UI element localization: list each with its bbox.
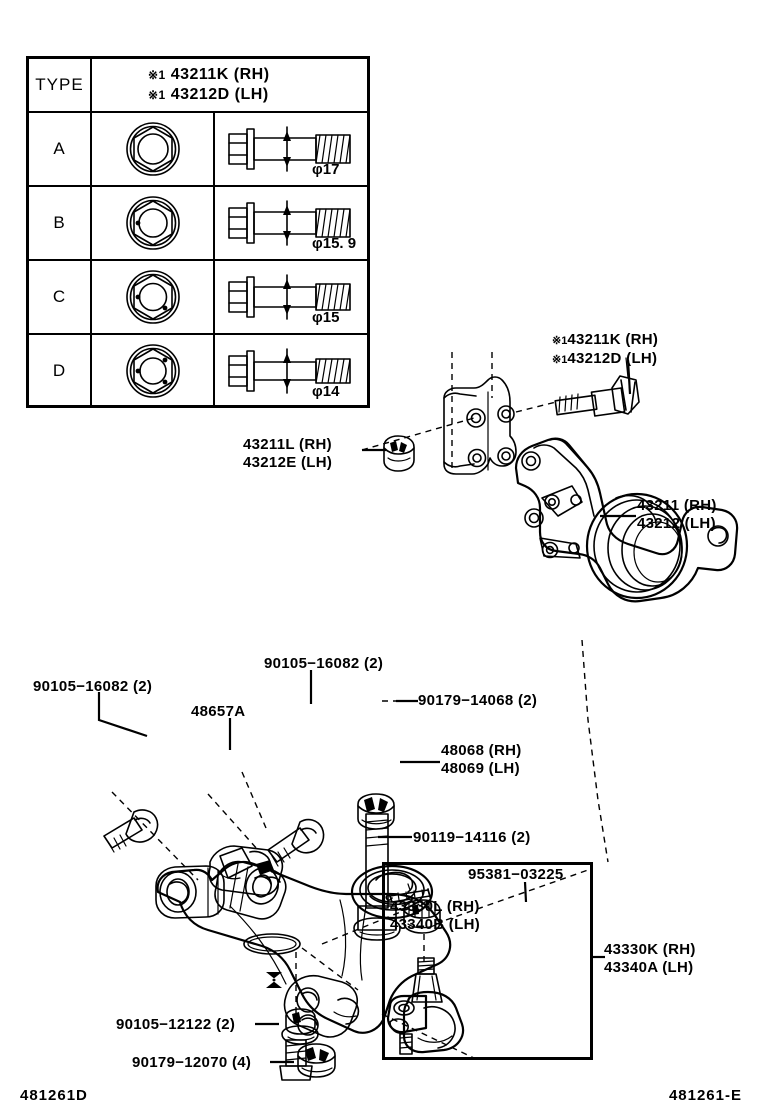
ball-joint-dust-cover-art (403, 899, 441, 934)
flange-bolt-side-icon (228, 348, 351, 394)
bolt-side-view-cell: φ15. 9 (215, 187, 367, 261)
callout-dust-cover-line-2: 43340B (LH) (390, 916, 480, 933)
callout-control-arm-line-1: 48068 (RH) (441, 742, 522, 759)
flange-bolt-side-icon (228, 200, 351, 246)
ball-joint-detail-inset (382, 862, 593, 1060)
hex-bolt-head-icon (125, 122, 180, 176)
bolt-bottom-head-art (276, 1008, 324, 1048)
arm-bolt-left-art (103, 809, 159, 853)
knuckle-nut-art (376, 432, 422, 476)
bolt-side-view-cell: φ17 (215, 113, 367, 187)
callout-knuckle-bolt-line-1: ※143211K (RH) (552, 331, 659, 348)
bolt-diameter-label: φ15 (312, 309, 340, 326)
callout-bolt-left: 90105−16082 (2) (33, 678, 153, 695)
knuckle-bolt-art (554, 357, 640, 417)
leader-bolt-top (305, 670, 321, 706)
type-letter: A (53, 139, 66, 158)
cotter-pin-art (385, 883, 431, 903)
steering-knuckle-body-art (514, 437, 739, 603)
reference-mark-icon: ※1 (148, 68, 166, 82)
steering-knuckle-assembly-art (361, 340, 760, 670)
reference-mark-icon: ※1 (552, 354, 568, 366)
reference-mark-icon: ※1 (148, 88, 166, 102)
leader-bolt-left (95, 692, 155, 742)
bolt-head-view-cell (92, 335, 215, 407)
leader-nut-top (382, 693, 422, 707)
type-letter: B (53, 213, 66, 232)
table-header-part-text-1: 43211K (RH) (170, 66, 270, 83)
leader-control-arm (400, 755, 444, 769)
flange-bolt-side-icon (228, 274, 351, 320)
callout-knuckle-nut-line-1: 43211L (RH) (243, 436, 332, 453)
callout-steering-knuckle-line-2: 43212 (LH) (637, 515, 716, 532)
type-letter: C (52, 287, 67, 306)
callout-bracket: 48657A (191, 703, 246, 720)
table-row-type-cell: D (29, 335, 92, 407)
rear-bushing-art (214, 860, 287, 920)
leader-knuckle-bolt (620, 359, 640, 396)
callout-bolt-top: 90105−16082 (2) (264, 655, 384, 672)
table-header-part-cell: ※1 43211K (RH) ※1 43212D (LH) (92, 59, 367, 113)
bolt-head-view-cell (92, 113, 215, 187)
table-row-type-cell: C (29, 261, 92, 335)
callout-nut-bottom: 90179−12070 (4) (132, 1054, 252, 1071)
callout-knuckle-nut-line-2: 43212E (LH) (243, 454, 333, 471)
leader-bolt-bottom (255, 1017, 283, 1031)
table-header-type-label: TYPE (35, 75, 84, 94)
reference-mark-icon: ※1 (552, 335, 568, 347)
callout-cotter-pin: 95381−03225 (468, 866, 564, 883)
ball-joint-seat-art (283, 974, 360, 1038)
hex-bolt-head-icon (125, 196, 180, 250)
leader-bracket (224, 718, 240, 752)
callout-ball-joint-line-1: 43330K (RH) (604, 941, 696, 958)
bolt-diameter-label: φ17 (312, 161, 340, 178)
footer-left-code: 481261D (20, 1087, 88, 1104)
flange-bolt-side-icon (228, 126, 351, 172)
bolt-head-view-cell (92, 261, 215, 335)
assembly-connector-lines (560, 639, 640, 880)
leader-cotter-pin (520, 881, 534, 904)
ball-joint-body-art (386, 957, 465, 1055)
table-header-type-cell: TYPE (29, 59, 92, 113)
leader-steering-knuckle (600, 509, 640, 523)
callout-ball-joint: 43330K (RH) 43340A (LH) (604, 941, 696, 977)
leader-ball-joint (593, 950, 609, 964)
bolt-side-view-cell: φ15 (215, 261, 367, 335)
table-header-part-line-1: ※1 43211K (RH) (148, 65, 270, 85)
callout-arm-bolt: 90119−14116 (2) (413, 829, 531, 846)
hex-bolt-head-icon (125, 270, 180, 324)
bolt-side-view-cell: φ14 (215, 335, 367, 407)
table-header-part-line-2: ※1 43212D (LH) (148, 85, 269, 105)
type-letter: D (52, 361, 67, 380)
leader-arm-bolt (378, 830, 416, 844)
callout-dust-cover-line-1: 43330L (RH) (390, 898, 480, 915)
callout-control-arm-line-2: 48069 (LH) (441, 760, 520, 777)
arm-nut-top-art (357, 793, 395, 830)
callout-control-arm: 48068 (RH) 48069 (LH) (441, 742, 522, 778)
bolt-diameter-label: φ14 (312, 383, 340, 400)
callout-knuckle-bolt: ※143211K (RH) ※143212D (LH) (552, 331, 658, 369)
nut-bottom-art (290, 1040, 342, 1082)
hex-bolt-head-icon (125, 344, 180, 398)
table-row-type-cell: A (29, 113, 92, 187)
callout-ball-joint-line-2: 43340A (LH) (604, 959, 694, 976)
callout-dust-cover: 43330L (RH) 43340B (LH) (390, 898, 480, 934)
callout-knuckle-bolt-line-2: ※143212D (LH) (552, 350, 658, 367)
callout-knuckle-nut: 43211L (RH) 43212E (LH) (243, 436, 332, 472)
table-row-type-cell: B (29, 187, 92, 261)
bolt-head-view-cell (92, 187, 215, 261)
front-bushing-art (155, 865, 225, 919)
bolt-diameter-label: φ15. 9 (312, 235, 357, 252)
callout-nut-top: 90179−14068 (2) (418, 692, 538, 709)
bolt-type-table: TYPE ※1 43211K (RH) ※1 43212D (LH) A (26, 56, 370, 408)
callout-steering-knuckle-line-1: 43211 (RH) (637, 497, 717, 514)
leader-knuckle-nut (362, 443, 388, 457)
ball-joint-inset-art (381, 862, 594, 1062)
table-header-part-text-2: 43212D (LH) (170, 86, 269, 103)
callout-steering-knuckle: 43211 (RH) 43212 (LH) (637, 497, 717, 533)
footer-right-code: 481261-E (668, 1087, 742, 1104)
callout-bolt-bottom: 90105−12122 (2) (116, 1016, 236, 1033)
arm-bolt-top-art (267, 818, 325, 867)
leader-nut-bottom (270, 1055, 298, 1069)
